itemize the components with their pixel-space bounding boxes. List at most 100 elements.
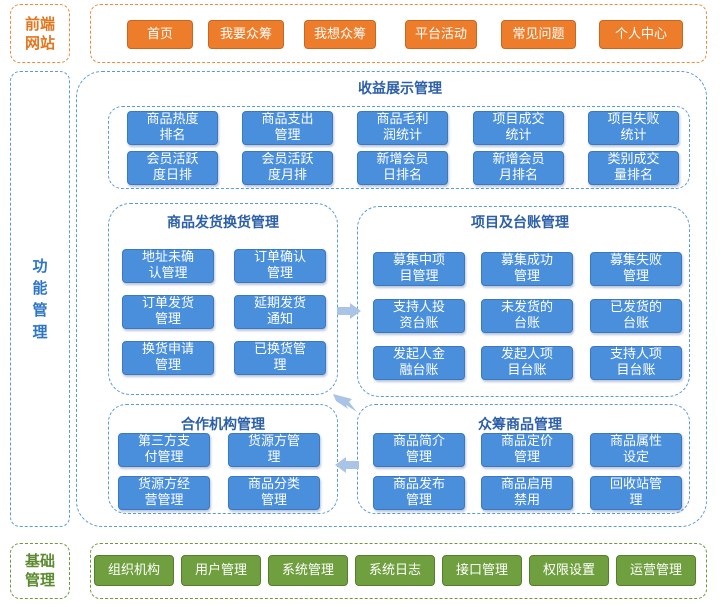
- shipping-group: [108, 203, 338, 395]
- front-label-line1: 前端: [24, 14, 55, 33]
- front-label-line2: 网站: [24, 33, 55, 52]
- base-nav-button-5-label-line1: 接口管理: [455, 562, 508, 578]
- crowdfund-item-2[interactable]: 商品定价管理: [481, 433, 573, 467]
- shipping-item-6-label-line1: 已换货管: [253, 342, 306, 357]
- revenue-item-2-label-line2: 管理: [274, 128, 301, 143]
- project-item-4[interactable]: 支持人投资台账: [373, 299, 465, 333]
- revenue-item-7-label-line1: 会员活跃: [261, 152, 314, 167]
- shipping-item-2[interactable]: 订单确认管理: [234, 249, 326, 283]
- shipping-item-1[interactable]: 地址未确认管理: [122, 249, 214, 283]
- revenue-item-10[interactable]: 类别成交量排名: [588, 151, 679, 185]
- partner-item-1-label-line2: 付管理: [144, 450, 184, 465]
- revenue-item-1-label-line2: 排名: [159, 128, 186, 143]
- project-item-4-label-line1: 支持人投: [392, 300, 445, 315]
- crowdfund-item-5-label-line2: 禁用: [513, 493, 540, 508]
- base-nav-frame: [90, 543, 707, 599]
- front-nav-button-4-label-line1: 平台活动: [414, 26, 467, 42]
- crowdfund-item-5[interactable]: 商品启用禁用: [481, 476, 573, 510]
- front-nav-button-2[interactable]: 我要众筹: [208, 20, 284, 49]
- revenue-item-1-label-line1: 商品热度: [146, 112, 199, 127]
- front-nav-button-6[interactable]: 个人中心: [599, 20, 683, 49]
- shipping-item-6[interactable]: 已换货管理: [234, 341, 326, 375]
- base-nav-button-5[interactable]: 接口管理: [442, 555, 522, 586]
- crowdfund-group: [357, 404, 690, 514]
- revenue-item-2-label-line1: 商品支出: [261, 112, 314, 127]
- project-item-5[interactable]: 未发货的台账: [481, 299, 573, 333]
- shipping-item-4[interactable]: 延期发货通知: [234, 295, 326, 329]
- project-item-6[interactable]: 已发货的台账: [590, 299, 682, 333]
- crowdfund-item-1[interactable]: 商品简介管理: [373, 433, 465, 467]
- shipping-item-4-label-line1: 延期发货: [253, 296, 306, 311]
- front-nav-frame: [90, 4, 707, 63]
- crowdfund-item-6-label-line2: 理: [629, 493, 643, 508]
- revenue-item-8[interactable]: 新增会员日排名: [357, 151, 448, 185]
- revenue-item-6-label-line1: 会员活跃: [146, 152, 199, 167]
- base-nav-button-6[interactable]: 权限设置: [529, 555, 609, 586]
- front-nav-button-4[interactable]: 平台活动: [405, 20, 477, 49]
- revenue-item-4[interactable]: 项目成交统计: [473, 111, 564, 145]
- crowdfund-item-6[interactable]: 回收站管理: [590, 476, 682, 510]
- front-nav-button-5[interactable]: 常见问题: [501, 20, 576, 49]
- revenue-item-9[interactable]: 新增会员月排名: [473, 151, 564, 185]
- revenue-item-5-label-line1: 项目失败: [607, 112, 660, 127]
- project-item-7[interactable]: 发起人金融台账: [373, 346, 465, 380]
- base-nav-button-4[interactable]: 系统日志: [355, 555, 435, 586]
- project-item-8-label-line2: 目台账: [507, 363, 547, 378]
- revenue-item-9-label-line2: 月排名: [498, 168, 538, 183]
- partner-item-2[interactable]: 货源方管理: [228, 433, 320, 467]
- revenue-item-2[interactable]: 商品支出管理: [242, 111, 333, 145]
- shipping-item-5[interactable]: 换货申请管理: [122, 341, 214, 375]
- shipping-item-3[interactable]: 订单发货管理: [122, 295, 214, 329]
- base-nav-button-3[interactable]: 系统管理: [268, 555, 348, 586]
- project-item-1[interactable]: 募集中项目管理: [373, 252, 465, 286]
- front-nav-button-3-label-line1: 我想众筹: [313, 26, 366, 42]
- revenue-item-10-label-line1: 类别成交: [607, 152, 660, 167]
- base-label-line1: 基础: [24, 552, 55, 570]
- shipping-item-1-label-line1: 地址未确: [141, 250, 194, 265]
- base-nav-button-7[interactable]: 运营管理: [616, 555, 696, 586]
- revenue-item-1[interactable]: 商品热度排名: [127, 111, 218, 145]
- crowdfund-item-2-label-line1: 商品定价: [500, 434, 553, 449]
- project-item-9-label-line2: 目台账: [616, 363, 656, 378]
- base-nav-button-6-label-line1: 权限设置: [542, 562, 595, 578]
- shipping-item-5-label-line2: 管理: [154, 358, 181, 373]
- crowdfund-item-4-label-line1: 商品发布: [392, 477, 445, 492]
- crowdfund-item-4[interactable]: 商品发布管理: [373, 476, 465, 510]
- project-item-3-label-line2: 管理: [622, 269, 649, 284]
- crowdfund-item-4-label-line2: 管理: [405, 493, 432, 508]
- revenue-item-5-label-line2: 统计: [620, 128, 647, 143]
- revenue-item-5[interactable]: 项目失败统计: [588, 111, 679, 145]
- project-item-9[interactable]: 支持人项目台账: [590, 346, 682, 380]
- base-label: 基础管理: [10, 543, 70, 599]
- project-item-3-label-line1: 募集失败: [609, 253, 662, 268]
- crowdfund-item-1-label-line1: 商品简介: [392, 434, 445, 449]
- base-nav-button-3-label-line1: 系统管理: [281, 562, 334, 578]
- partner-item-3[interactable]: 货源方经营管理: [118, 476, 210, 510]
- partner-item-2-label-line1: 货源方管: [247, 434, 300, 449]
- project-item-2[interactable]: 募集成功管理: [481, 252, 573, 286]
- crowdfund-item-6-label-line1: 回收站管: [609, 477, 662, 492]
- revenue-title: 收益展示管理: [358, 81, 442, 97]
- crowdfund-item-3-label-line1: 商品属性: [609, 434, 662, 449]
- partner-item-4[interactable]: 商品分类管理: [228, 476, 320, 510]
- project-item-3[interactable]: 募集失败管理: [590, 252, 682, 286]
- base-nav-button-1-label-line1: 组织机构: [107, 562, 160, 578]
- revenue-item-4-label-line2: 统计: [505, 128, 532, 143]
- partner-item-3-label-line1: 货源方经: [137, 477, 190, 492]
- base-nav-button-2[interactable]: 用户管理: [181, 555, 261, 586]
- revenue-item-4-label-line1: 项目成交: [492, 112, 545, 127]
- project-item-4-label-line2: 资台账: [399, 316, 439, 331]
- partner-item-1[interactable]: 第三方支付管理: [118, 433, 210, 467]
- front-nav-button-1[interactable]: 首页: [127, 20, 193, 49]
- function-label-line3: 管: [32, 301, 48, 319]
- partner-item-2-label-line2: 理: [267, 450, 281, 465]
- revenue-item-6[interactable]: 会员活跃度日排: [127, 151, 218, 185]
- revenue-item-7[interactable]: 会员活跃度月排: [242, 151, 333, 185]
- crowdfund-item-3[interactable]: 商品属性设定: [590, 433, 682, 467]
- revenue-item-10-label-line2: 量排名: [613, 168, 653, 183]
- front-nav-button-3[interactable]: 我想众筹: [304, 20, 376, 49]
- partner-item-1-label-line1: 第三方支: [137, 434, 190, 449]
- project-item-8[interactable]: 发起人项目台账: [481, 346, 573, 380]
- revenue-item-3[interactable]: 商品毛利润统计: [357, 111, 448, 145]
- base-nav-button-1[interactable]: 组织机构: [94, 555, 174, 586]
